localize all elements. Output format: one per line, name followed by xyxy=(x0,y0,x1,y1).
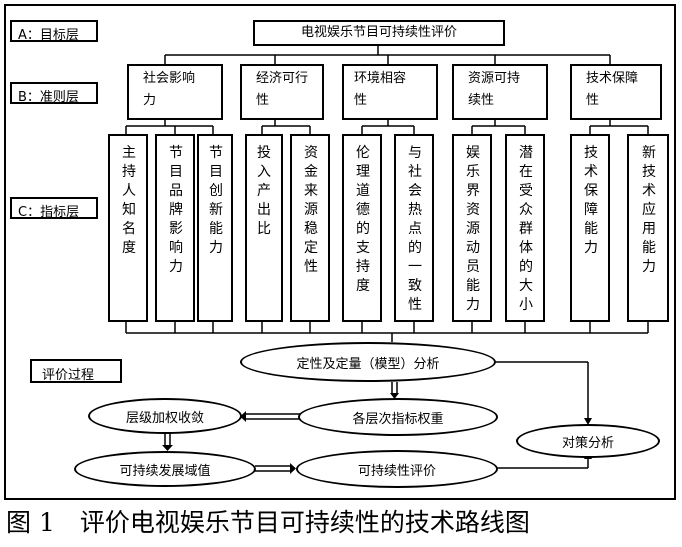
indicator-box: 技术保障能力 xyxy=(570,134,610,322)
criterion-box: 技术保障性 xyxy=(570,64,662,120)
indicator-box: 与社会热点的一致性 xyxy=(394,134,434,322)
indicator-box: 资金来源稳定性 xyxy=(290,134,330,322)
indicator-box: 娱乐界资源动员能力 xyxy=(452,134,492,322)
layer-label-process: 评价过程 xyxy=(30,359,122,383)
indicator-box: 节目创新能力 xyxy=(197,134,233,322)
goal-box: 电视娱乐节目可持续性评价 xyxy=(253,20,505,46)
figure-caption: 图 1 评价电视娱乐节目可持续性的技术路线图 xyxy=(6,508,530,537)
indicator-box: 新技术应用能力 xyxy=(627,134,669,322)
criterion-box: 资源可持续性 xyxy=(452,64,548,120)
indicator-box: 节目品牌影响力 xyxy=(155,134,195,322)
evaluation-ellipse: 可持续性评价 xyxy=(296,450,498,488)
diagram-frame xyxy=(4,4,676,500)
indicator-box: 主持人知名度 xyxy=(108,134,148,322)
countermeasure-ellipse: 对策分析 xyxy=(516,424,660,458)
indicator-box: 投入产出比 xyxy=(245,134,283,322)
analysis-ellipse: 定性及定量（模型）分析 xyxy=(240,342,496,382)
layer-label-goal: A：目标层 xyxy=(10,20,98,43)
criterion-box: 经济可行性 xyxy=(240,64,324,120)
layer-label-indicator: C：指标层 xyxy=(10,197,98,220)
aggregate-ellipse: 层级加权收敛 xyxy=(88,398,242,434)
criterion-box: 环境相容性 xyxy=(342,64,438,120)
layer-label-criteria: B：准则层 xyxy=(10,82,98,105)
indicator-box: 伦理道德的支持度 xyxy=(342,134,382,322)
threshold-ellipse: 可持续发展域值 xyxy=(74,451,256,487)
indicator-box: 潜在受众群体的大小 xyxy=(505,134,545,322)
criterion-box: 社会影响力 xyxy=(127,64,223,120)
weights-ellipse: 各层次指标权重 xyxy=(298,398,498,436)
